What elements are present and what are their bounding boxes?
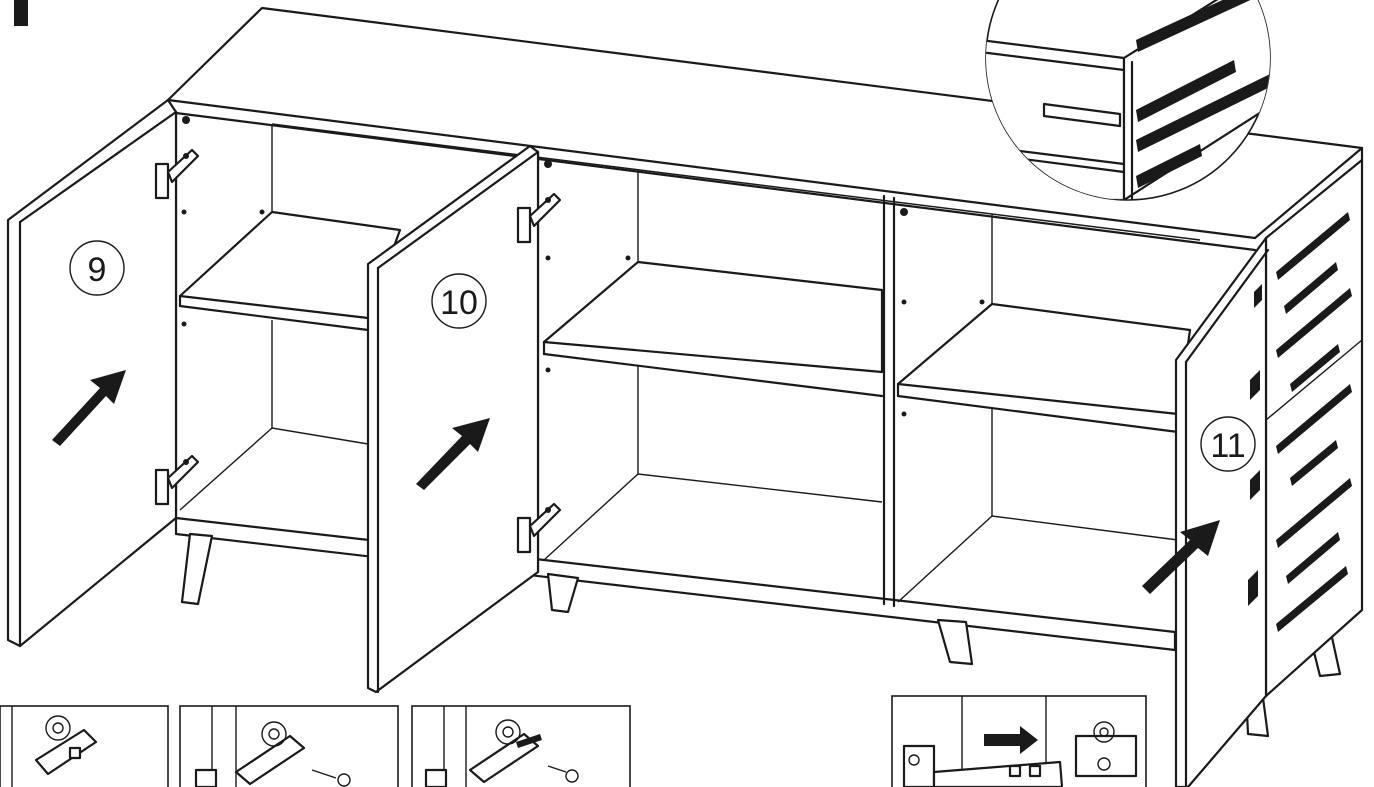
hinge-icon — [154, 454, 200, 506]
hinge-icon — [516, 192, 562, 244]
side-slats — [1276, 212, 1352, 632]
hinge-icon — [902, 721, 1138, 787]
door-10-step-number: 10 — [440, 284, 478, 322]
push-arrow-icon — [52, 370, 126, 446]
door-11-slat-edges — [1248, 284, 1262, 606]
page-corner-mark — [14, 0, 28, 26]
cabinet-bottom-rail — [174, 516, 1177, 652]
hinge-icon — [516, 502, 562, 554]
shelf-compartment-b — [542, 260, 884, 374]
door-9-panel — [6, 98, 178, 648]
door-11-step-number: 11 — [1210, 427, 1245, 465]
arrow-right-icon — [984, 726, 1038, 754]
door-11-step-circle — [1200, 416, 1256, 472]
hinge-detail-box-3 — [411, 705, 631, 787]
door-9-step-circle — [69, 240, 125, 296]
right-side-panel — [1264, 158, 1364, 698]
shelf-pin-dots — [181, 116, 985, 417]
hinge-detail-box-1 — [0, 705, 169, 787]
hinge-detail-box-4 — [891, 695, 1147, 787]
shelf-compartment-a — [178, 210, 402, 320]
push-arrow-icon — [416, 418, 490, 490]
hinge-icon — [424, 719, 579, 787]
door-9: 9 — [6, 98, 200, 648]
shelf-compartment-c — [896, 302, 1192, 416]
door-10: 10 — [366, 144, 562, 694]
hinge-detail-box-2 — [179, 705, 399, 787]
hinge-icon — [154, 148, 200, 200]
door-10-step-circle — [431, 273, 487, 329]
door-9-step-number: 9 — [88, 251, 107, 289]
door-10-panel — [366, 144, 540, 694]
hinge-icon — [194, 721, 351, 787]
push-arrow-icon — [1142, 520, 1220, 594]
hinge-icon — [34, 715, 98, 776]
door-11-panel — [1174, 236, 1268, 787]
door-11: 11 — [1142, 236, 1270, 787]
